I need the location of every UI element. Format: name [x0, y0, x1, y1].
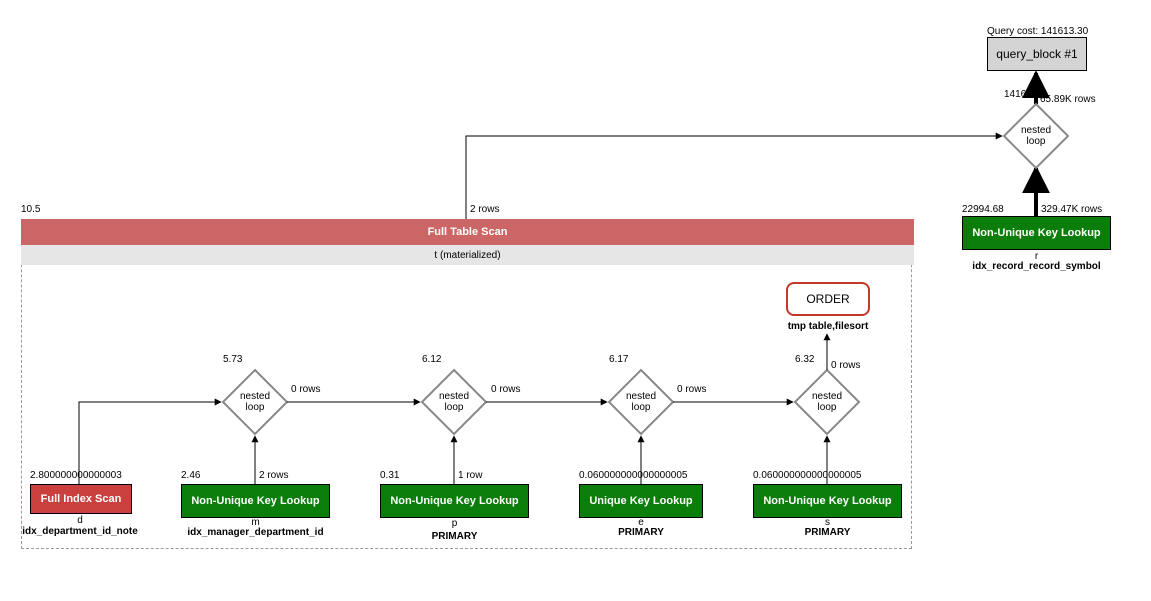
join4-label-line2: loop [817, 402, 837, 413]
table-s-node[interactable]: Non-Unique Key Lookup [753, 484, 902, 518]
join3-rows: 0 rows [677, 384, 707, 395]
join-diamond-top[interactable] [1002, 102, 1070, 170]
table-p-key: PRIMARY [431, 531, 478, 542]
join2-label: nested loop [429, 391, 479, 413]
top-join-label: nested loop [1011, 125, 1061, 147]
join2-label-line1: nested [438, 391, 470, 402]
table-p-cost: 0.31 [380, 470, 400, 481]
table-m-alias: m [251, 517, 260, 528]
table-d-key: idx_department_id_note [22, 526, 138, 537]
top-join-label-line1: nested [1020, 125, 1052, 136]
join3-label-line2: loop [631, 402, 651, 413]
table-p-alias: p [451, 518, 458, 529]
query-block-node[interactable]: query_block #1 [987, 37, 1087, 71]
table-d-cost: 2.800000000000003 [30, 470, 122, 481]
join2-label-line2: loop [444, 402, 464, 413]
join2-rows: 0 rows [491, 384, 521, 395]
join-diamond-2[interactable] [420, 368, 488, 436]
join4-cost: 6.32 [795, 354, 815, 365]
record-lookup-rows: 329.47K rows [1041, 204, 1103, 215]
join4-label-line1: nested [811, 391, 843, 402]
join1-label: nested loop [230, 391, 280, 413]
join3-label: nested loop [616, 391, 666, 413]
table-s-cost: 0.060000000000000005 [753, 470, 862, 481]
order-node[interactable]: ORDER [786, 282, 870, 316]
table-s-alias: s [825, 517, 830, 528]
top-join-label-line2: loop [1026, 136, 1046, 147]
table-m-cost: 2.46 [181, 470, 201, 481]
edge-d-to-join1 [78, 398, 222, 484]
derived-table-rows: 2 rows [470, 204, 500, 215]
join-diamond-4[interactable] [793, 368, 861, 436]
table-m-rows: 2 rows [259, 470, 289, 481]
join3-cost: 6.17 [609, 354, 629, 365]
table-e-node[interactable]: Unique Key Lookup [579, 484, 703, 518]
record-lookup-cost: 22994.68 [962, 204, 1004, 215]
join4-label: nested loop [802, 391, 852, 413]
join1-label-line2: loop [245, 402, 265, 413]
table-m-key: idx_manager_department_id [187, 527, 324, 538]
edge-derived-to-topjoin [465, 132, 1003, 219]
derived-table-name: t (materialized) [21, 245, 914, 265]
top-join-cost: 141613.3 [1004, 89, 1046, 100]
table-d-alias: d [77, 515, 83, 526]
record-lookup-key: idx_record_record_symbol [972, 261, 1101, 272]
table-e-cost: 0.060000000000000005 [579, 470, 688, 481]
join2-cost: 6.12 [422, 354, 442, 365]
table-s-key: PRIMARY [804, 527, 851, 538]
record-lookup-node[interactable]: Non-Unique Key Lookup [962, 216, 1111, 250]
join1-cost: 5.73 [223, 354, 243, 365]
query-cost-label: Query cost: 141613.30 [987, 26, 1089, 37]
join1-label-line1: nested [239, 391, 271, 402]
derived-table-cost: 10.5 [21, 204, 41, 215]
join-diamond-3[interactable] [607, 368, 675, 436]
join-diamond-1[interactable] [221, 368, 289, 436]
record-lookup-alias: r [1034, 251, 1039, 262]
table-p-node[interactable]: Non-Unique Key Lookup [380, 484, 529, 518]
derived-table-scan-header[interactable]: Full Table Scan [21, 219, 914, 245]
table-p-rows: 1 row [458, 470, 483, 481]
join4-rows: 0 rows [831, 360, 861, 371]
table-m-node[interactable]: Non-Unique Key Lookup [181, 484, 330, 518]
top-join-rows: 65.89K rows [1040, 94, 1096, 105]
join3-label-line1: nested [625, 391, 657, 402]
order-note: tmp table,filesort [787, 321, 869, 332]
table-d-node[interactable]: Full Index Scan [30, 484, 132, 514]
table-e-key: PRIMARY [618, 527, 664, 538]
join1-rows: 0 rows [291, 384, 321, 395]
table-e-alias: e [638, 517, 644, 528]
